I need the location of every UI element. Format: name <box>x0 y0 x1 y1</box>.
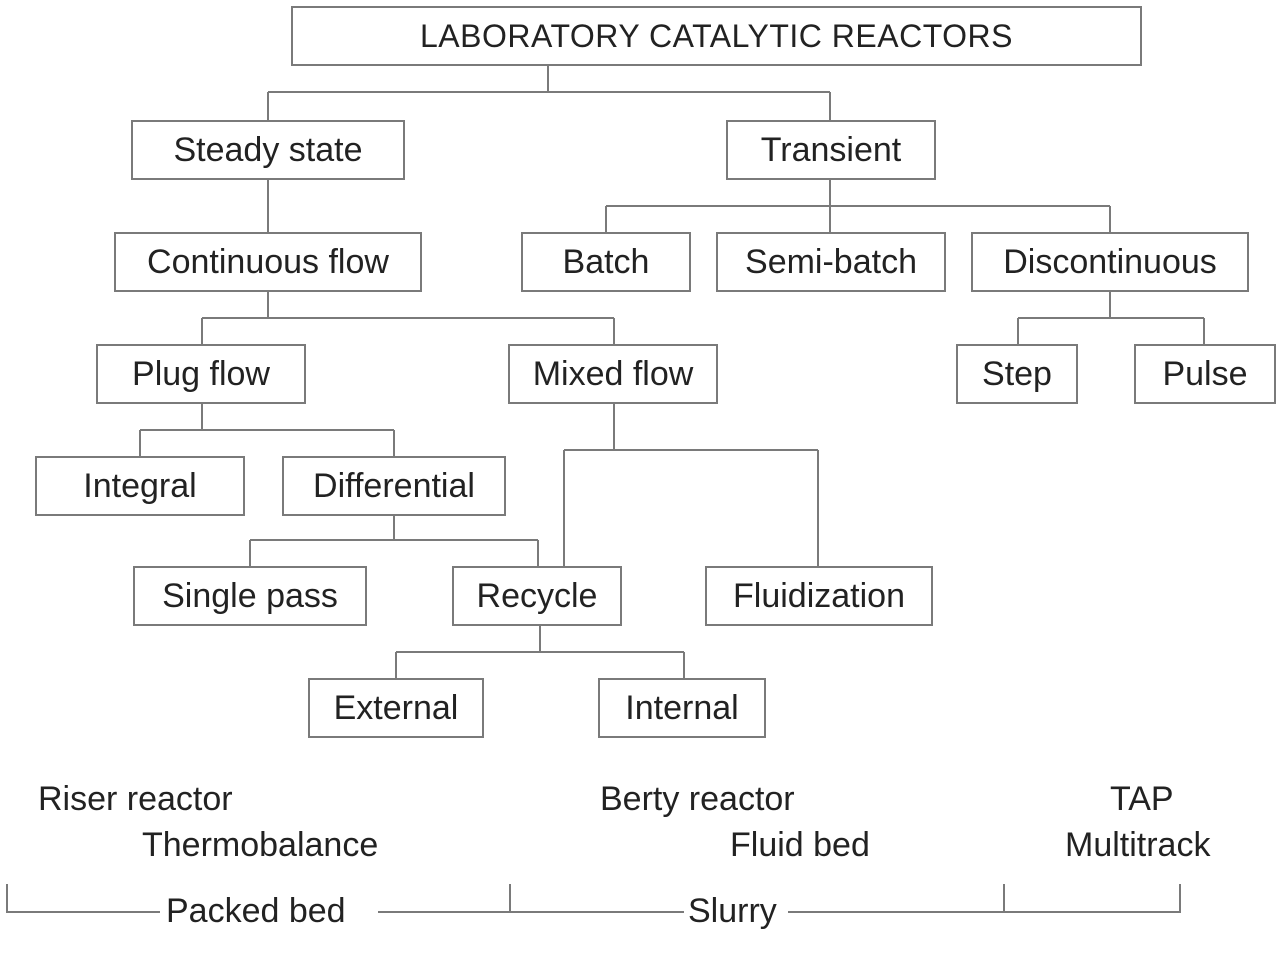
plug-flow-node: Plug flow <box>96 344 306 404</box>
packed-bed-label: Packed bed <box>162 892 350 931</box>
pulse-node: Pulse <box>1134 344 1276 404</box>
differential-node: Differential <box>282 456 506 516</box>
root-node: LABORATORY CATALYTIC REACTORS <box>291 6 1142 66</box>
continuous-flow-node: Continuous flow <box>114 232 422 292</box>
transient-node: Transient <box>726 120 936 180</box>
riser-reactor-label: Riser reactor <box>38 780 233 818</box>
tap-label: TAP <box>1110 780 1174 818</box>
multitrack-label: Multitrack <box>1065 826 1211 864</box>
discontinuous-node: Discontinuous <box>971 232 1249 292</box>
berty-reactor-label: Berty reactor <box>600 780 795 818</box>
batch-node: Batch <box>521 232 691 292</box>
mixed-flow-node: Mixed flow <box>508 344 718 404</box>
external-node: External <box>308 678 484 738</box>
slurry-label: Slurry <box>684 892 781 931</box>
thermobalance-label: Thermobalance <box>142 826 379 864</box>
fluidization-node: Fluidization <box>705 566 933 626</box>
recycle-node: Recycle <box>452 566 622 626</box>
integral-node: Integral <box>35 456 245 516</box>
fluid-bed-label: Fluid bed <box>730 826 870 864</box>
step-node: Step <box>956 344 1078 404</box>
semi-batch-node: Semi-batch <box>716 232 946 292</box>
internal-node: Internal <box>598 678 766 738</box>
steady-state-node: Steady state <box>131 120 405 180</box>
single-pass-node: Single pass <box>133 566 367 626</box>
